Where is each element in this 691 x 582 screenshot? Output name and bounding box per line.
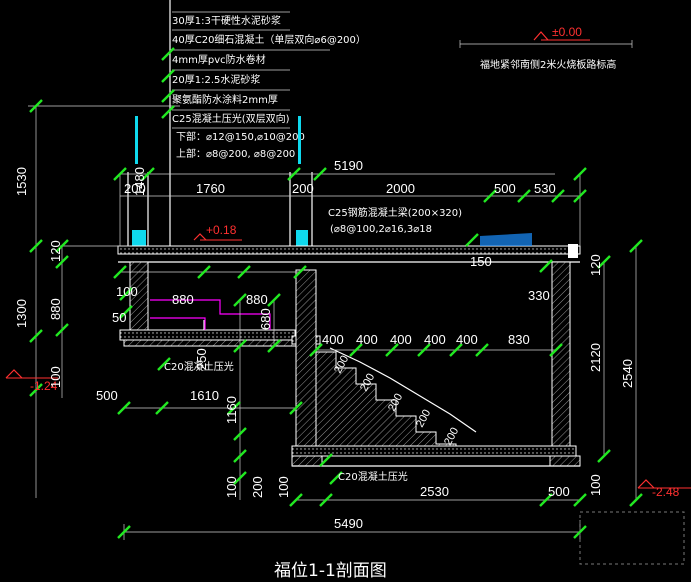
dim-h-120: 120 <box>48 240 63 262</box>
dim-stair-3: 200 <box>386 392 405 414</box>
dim-h-120b: 120 <box>588 254 603 276</box>
dim-mid-50: 50 <box>112 310 126 325</box>
drawing-title: 福位1-1剖面图 <box>274 561 387 581</box>
dim-mid-830: 830 <box>508 332 530 347</box>
dim-top-200b: 200 <box>292 181 314 196</box>
dim-h-2540: 2540 <box>620 359 635 388</box>
layer-note-4: 20厚1:2.5水泥砂浆 <box>172 73 260 86</box>
dim-h-100d: 100 <box>588 474 603 496</box>
dim-h-250: 250 <box>194 348 209 370</box>
dim-mid-880a: 880 <box>172 292 194 307</box>
dim-h-1160: 1160 <box>224 396 239 424</box>
level-minus-124: -1.24 <box>30 379 58 393</box>
dim-step-4: 400 <box>424 332 446 347</box>
dim-h-200: 200 <box>250 476 265 498</box>
dimension-lines <box>28 105 637 540</box>
dim-top-200a: 200 <box>124 181 146 196</box>
level-minus-248: -2.48 <box>652 485 680 499</box>
dim-mid-100: 100 <box>116 284 138 299</box>
layer-note-3: 4mm厚pvc防水卷材 <box>172 53 266 66</box>
dim-top-500: 500 <box>494 181 516 196</box>
dim-step-5: 400 <box>456 332 478 347</box>
dim-h-100b: 100 <box>224 476 239 498</box>
dim-stair-5: 200 <box>442 426 461 448</box>
layer-note-8: 上部：⌀8@200, ⌀8@200 <box>176 147 295 160</box>
dim-h-1530: 1530 <box>14 167 29 196</box>
dim-top-530: 530 <box>534 181 556 196</box>
dimension-texts: 5190 200 1760 200 2000 500 530 C25钢筋混凝土梁… <box>14 158 635 531</box>
dim-mid-880b: 880 <box>246 292 268 307</box>
dim-step-3: 400 <box>390 332 412 347</box>
reference-note: 福地紧邻南侧2米火烧板路标高 <box>480 58 616 71</box>
dim-h-680: 680 <box>258 308 273 330</box>
layer-note-6: C25混凝土压光(双层双向) <box>172 112 290 125</box>
dim-top-2000: 2000 <box>386 181 415 196</box>
dim-mid-150: 150 <box>470 254 492 269</box>
dim-stair-4: 200 <box>414 408 433 430</box>
layer-note-1: 30厚1:3干硬性水泥砂浆 <box>172 14 281 27</box>
dim-low-500b: 500 <box>548 484 570 499</box>
dim-h-100a: 100 <box>48 366 63 388</box>
dim-h-1480: 1480 <box>132 167 147 196</box>
dim-h-1300: 1300 <box>14 299 29 328</box>
beam-note-1: C25钢筋混凝土梁(200×320) <box>328 206 462 219</box>
layer-notes: 30厚1:3干硬性水泥砂浆 40厚C20细石混凝土（单层双向⌀6@200） 4m… <box>169 0 366 250</box>
dim-top-1760: 1760 <box>196 181 225 196</box>
reference-level: ±0.00 福地紧邻南侧2米火烧板路标高 <box>459 25 633 71</box>
level-markers: +0.18 -1.24 -2.48 <box>5 223 691 499</box>
layer-note-7: 下部：⌀12@150,⌀10@200 <box>176 130 305 143</box>
dim-mid-330: 330 <box>528 288 550 303</box>
dimension-ticks <box>29 47 643 539</box>
beam-note-2: (⌀8@100,2⌀16,3⌀18 <box>330 224 432 235</box>
slab-note-left: C20混凝土压光 <box>164 360 234 373</box>
dim-step-1: 400 <box>322 332 344 347</box>
dim-low-1610: 1610 <box>190 388 219 403</box>
dim-h-100c: 100 <box>276 476 291 498</box>
structure <box>117 233 581 467</box>
level-zero: ±0.00 <box>552 25 582 39</box>
dim-total-bottom: 5490 <box>334 516 363 531</box>
cyan-posts <box>127 116 313 246</box>
layer-note-2: 40厚C20细石混凝土（单层双向⌀6@200） <box>172 33 366 46</box>
dim-h-880: 880 <box>48 298 63 320</box>
dim-low-2530: 2530 <box>420 484 449 499</box>
watermark-placeholder <box>579 511 685 565</box>
dim-low-500a: 500 <box>96 388 118 403</box>
dim-h-2120: 2120 <box>588 343 603 372</box>
dim-step-2: 400 <box>356 332 378 347</box>
layer-note-5: 聚氨酯防水涂料2mm厚 <box>172 93 278 106</box>
slab-note-bottom: C20混凝土压光 <box>338 470 408 483</box>
level-plus-018: +0.18 <box>206 223 237 237</box>
dim-total-top: 5190 <box>334 158 363 173</box>
